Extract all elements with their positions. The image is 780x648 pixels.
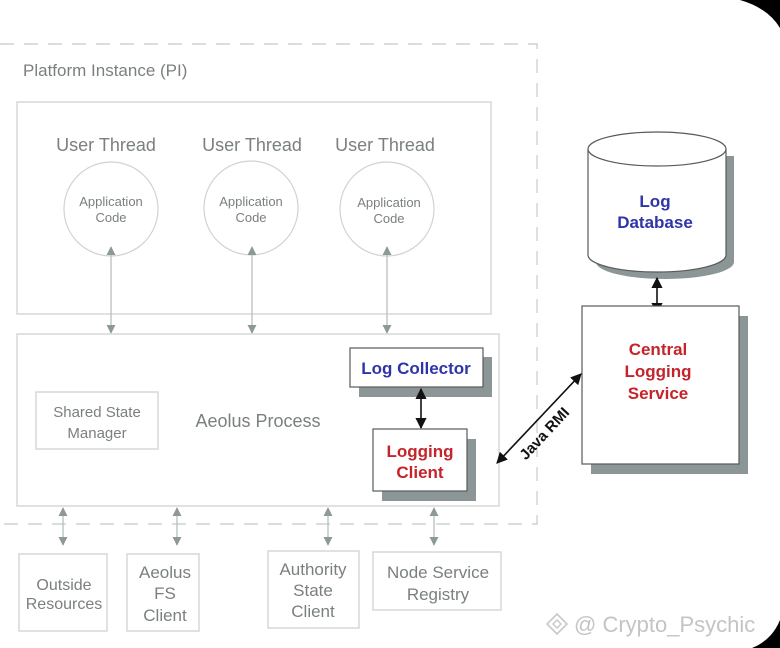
node-service-registry-label: Registry xyxy=(407,585,470,604)
user-thread-3: User Thread Application Code xyxy=(335,135,435,257)
logging-client-label: Logging xyxy=(386,442,453,461)
node-service-registry: Node Service Registry xyxy=(372,551,502,611)
outside-resources-label: Resources xyxy=(26,596,102,613)
central-logging-service-label: Service xyxy=(628,384,689,403)
application-code-label: Application xyxy=(219,194,283,209)
aeolus-fs-client-label: Aeolus xyxy=(139,563,191,582)
application-code-label: Code xyxy=(95,210,126,225)
corner-decoration xyxy=(752,620,780,648)
binance-logo-icon xyxy=(545,612,569,636)
central-logging-service-label: Logging xyxy=(624,362,691,381)
user-thread-title: User Thread xyxy=(202,135,302,155)
outside-resources-label: Outside xyxy=(36,577,91,594)
aeolus-process-label: Aeolus Process xyxy=(195,411,320,431)
aeolus-fs-client-label: FS xyxy=(154,584,176,603)
logging-client: Logging Client xyxy=(372,428,476,501)
user-thread-title: User Thread xyxy=(335,135,435,155)
central-logging-service-label: Central xyxy=(629,340,688,359)
central-logging-service: Central Logging Service xyxy=(581,305,748,474)
authority-state-client: Authority State Client xyxy=(267,550,360,629)
logging-client-label: Client xyxy=(396,463,444,482)
application-code-label: Application xyxy=(79,194,143,209)
authority-state-client-label: State xyxy=(293,581,333,600)
shared-state-manager: Shared State Manager xyxy=(35,391,159,450)
log-database-label: Database xyxy=(617,213,693,232)
user-thread-title: User Thread xyxy=(56,135,156,155)
application-code-label: Code xyxy=(235,210,266,225)
shared-state-manager-label: Shared State xyxy=(53,404,141,421)
watermark-text: @ Crypto_Psychic xyxy=(574,612,755,637)
application-code-label: Code xyxy=(373,211,404,226)
outside-resources: Outside Resources xyxy=(18,553,108,632)
log-database: Log Database xyxy=(587,131,734,279)
shared-state-manager-label: Manager xyxy=(67,425,126,442)
platform-instance-label: Platform Instance (PI) xyxy=(23,61,187,80)
node-service-registry-label: Node Service xyxy=(387,563,489,582)
corner-decoration xyxy=(740,0,780,28)
log-collector: Log Collector xyxy=(349,347,492,397)
application-code-label: Application xyxy=(357,195,421,210)
authority-state-client-label: Authority xyxy=(279,560,347,579)
log-collector-label: Log Collector xyxy=(361,359,471,378)
application-code-circle xyxy=(63,161,159,257)
watermark: @ Crypto_Psychic xyxy=(545,612,755,637)
aeolus-fs-client-label: Client xyxy=(143,606,187,625)
user-thread-2: User Thread Application Code xyxy=(202,135,302,256)
java-rmi-arrow xyxy=(496,373,582,464)
aeolus-fs-client: Aeolus FS Client xyxy=(126,553,200,632)
platform-instance-boundary xyxy=(0,43,538,525)
authority-state-client-label: Client xyxy=(291,602,335,621)
log-database-label: Log xyxy=(639,192,670,211)
user-thread-1: User Thread Application Code xyxy=(56,135,159,257)
